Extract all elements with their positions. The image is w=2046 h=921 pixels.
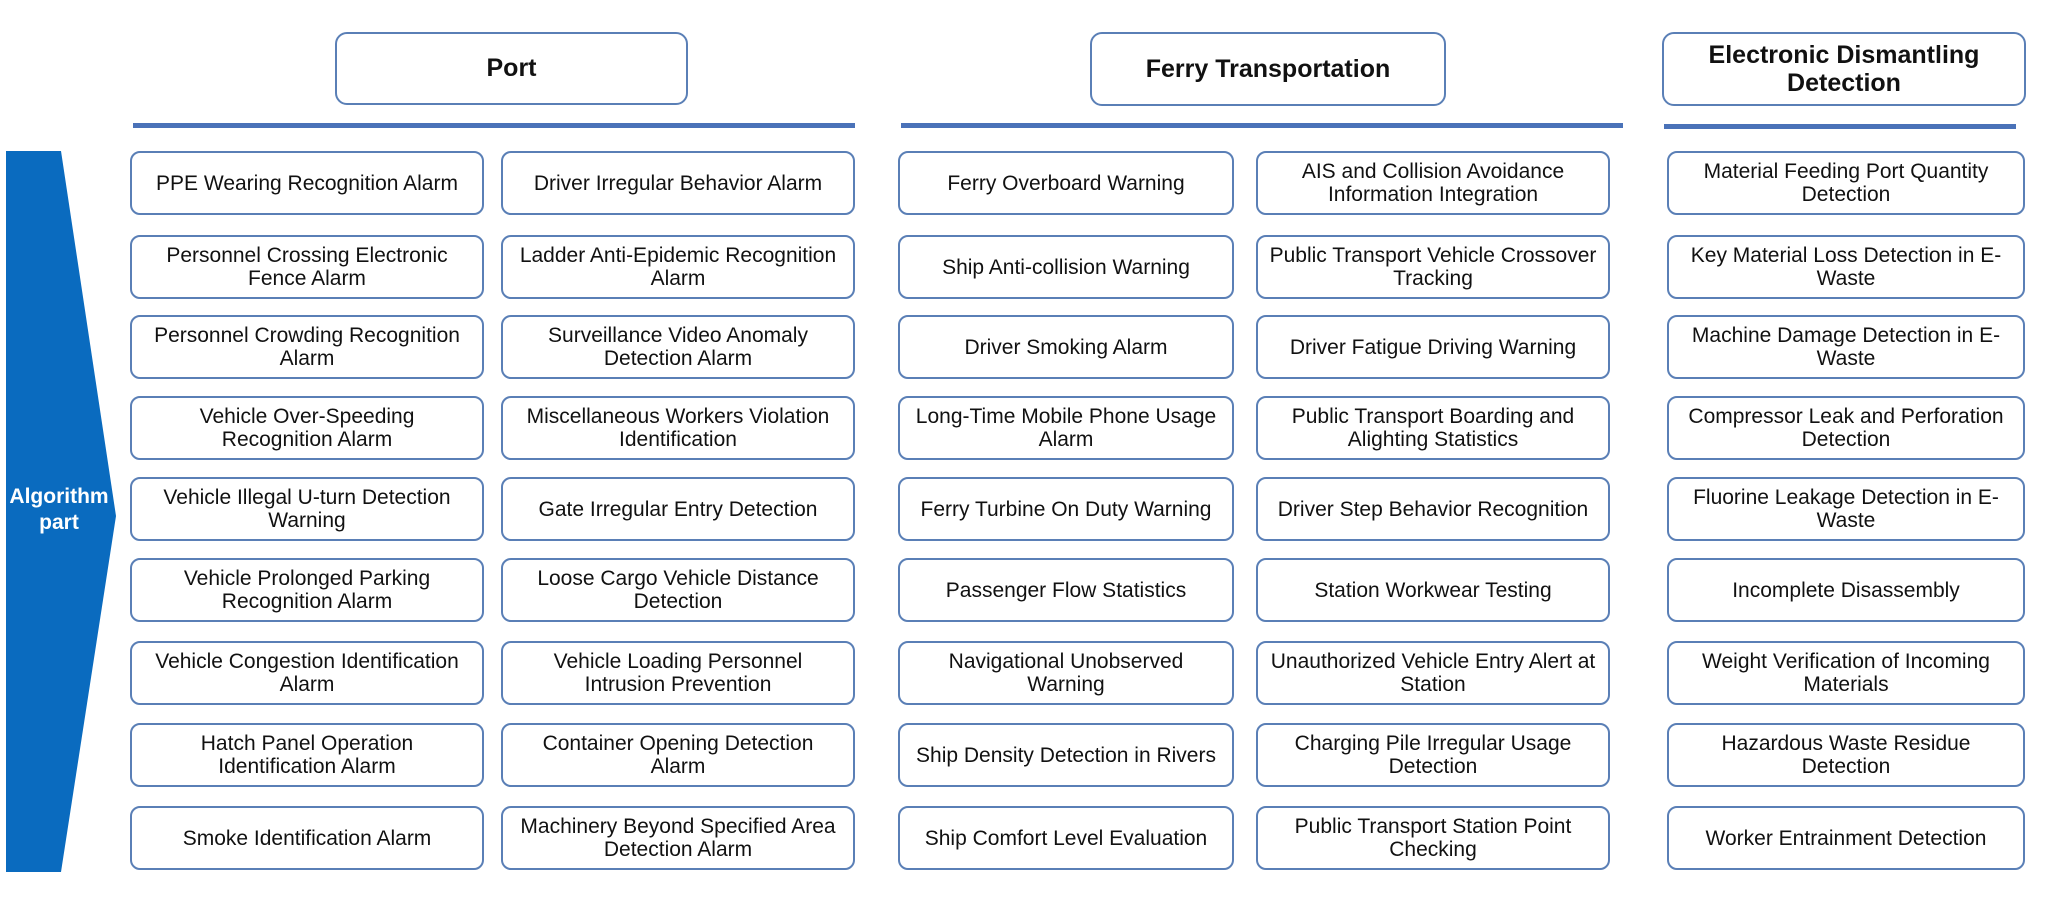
algorithm-item-box: Container Opening Detection Alarm bbox=[501, 723, 855, 787]
algorithm-item-box: Gate Irregular Entry Detection bbox=[501, 477, 855, 541]
section-title: Ferry Transportation bbox=[1145, 54, 1391, 83]
algorithm-item-box: Ship Comfort Level Evaluation bbox=[898, 806, 1234, 870]
algorithm-item-box: Driver Irregular Behavior Alarm bbox=[501, 151, 855, 215]
algorithm-item-box: Loose Cargo Vehicle Distance Detection bbox=[501, 558, 855, 622]
algorithm-item-box: Miscellaneous Workers Violation Identifi… bbox=[501, 396, 855, 460]
algorithm-item-box: Navigational Unobserved Warning bbox=[898, 641, 1234, 705]
algorithm-item-box: Hazardous Waste Residue Detection bbox=[1667, 723, 2025, 787]
algorithm-item-box: Hatch Panel Operation Identification Ala… bbox=[130, 723, 484, 787]
algorithm-item-box: Vehicle Loading Personnel Intrusion Prev… bbox=[501, 641, 855, 705]
section-header-port: Port bbox=[335, 32, 688, 105]
algorithm-item-box: Vehicle Prolonged Parking Recognition Al… bbox=[130, 558, 484, 622]
algorithm-part-label: Algorithm part bbox=[9, 485, 109, 534]
algorithm-item-box: Station Workwear Testing bbox=[1256, 558, 1610, 622]
algorithm-item-box: Driver Smoking Alarm bbox=[898, 315, 1234, 379]
algorithm-item-box: Worker Entrainment Detection bbox=[1667, 806, 2025, 870]
algorithm-item-box: AIS and Collision Avoidance Information … bbox=[1256, 151, 1610, 215]
section-title: Port bbox=[486, 54, 537, 82]
algorithm-item-box: Weight Verification of Incoming Material… bbox=[1667, 641, 2025, 705]
section-header-ferry-transportation: Ferry Transportation bbox=[1090, 32, 1446, 106]
ferry-header-rule bbox=[901, 123, 1623, 128]
section-header-electronic-dismantling: Electronic Dismantling Detection bbox=[1662, 32, 2026, 106]
algorithm-item-box: Public Transport Boarding and Alighting … bbox=[1256, 396, 1610, 460]
algorithm-item-box: Public Transport Vehicle Crossover Track… bbox=[1256, 235, 1610, 299]
section-title: Electronic Dismantling Detection bbox=[1708, 41, 1980, 97]
port-header-rule bbox=[133, 123, 855, 128]
arrow-shape bbox=[6, 151, 116, 872]
algorithm-item-box: Passenger Flow Statistics bbox=[898, 558, 1234, 622]
algorithm-item-box: Machine Damage Detection in E-Waste bbox=[1667, 315, 2025, 379]
algorithm-item-box: Driver Fatigue Driving Warning bbox=[1256, 315, 1610, 379]
algorithm-item-box: Ladder Anti-Epidemic Recognition Alarm bbox=[501, 235, 855, 299]
algorithm-item-box: Vehicle Congestion Identification Alarm bbox=[130, 641, 484, 705]
algorithm-item-box: Charging Pile Irregular Usage Detection bbox=[1256, 723, 1610, 787]
algorithm-item-box: Machinery Beyond Specified Area Detectio… bbox=[501, 806, 855, 870]
algorithm-item-box: Personnel Crossing Electronic Fence Alar… bbox=[130, 235, 484, 299]
algorithm-item-box: PPE Wearing Recognition Alarm bbox=[130, 151, 484, 215]
algorithm-item-box: Driver Step Behavior Recognition bbox=[1256, 477, 1610, 541]
algorithm-item-box: Vehicle Over-Speeding Recognition Alarm bbox=[130, 396, 484, 460]
algorithm-part-arrow bbox=[6, 151, 116, 872]
algorithm-item-box: Ferry Overboard Warning bbox=[898, 151, 1234, 215]
algorithm-item-box: Vehicle Illegal U-turn Detection Warning bbox=[130, 477, 484, 541]
algorithm-item-box: Fluorine Leakage Detection in E-Waste bbox=[1667, 477, 2025, 541]
algorithm-item-box: Ship Density Detection in Rivers bbox=[898, 723, 1234, 787]
electronic-header-rule bbox=[1664, 124, 2016, 129]
algorithm-item-box: Material Feeding Port Quantity Detection bbox=[1667, 151, 2025, 215]
algorithm-item-box: Key Material Loss Detection in E-Waste bbox=[1667, 235, 2025, 299]
algorithm-item-box: Personnel Crowding Recognition Alarm bbox=[130, 315, 484, 379]
algorithm-item-box: Public Transport Station Point Checking bbox=[1256, 806, 1610, 870]
algorithm-item-box: Long-Time Mobile Phone Usage Alarm bbox=[898, 396, 1234, 460]
algorithm-item-box: Ferry Turbine On Duty Warning bbox=[898, 477, 1234, 541]
algorithm-item-box: Incomplete Disassembly bbox=[1667, 558, 2025, 622]
algorithm-item-box: Compressor Leak and Perforation Detectio… bbox=[1667, 396, 2025, 460]
algorithm-item-box: Surveillance Video Anomaly Detection Ala… bbox=[501, 315, 855, 379]
algorithm-item-box: Unauthorized Vehicle Entry Alert at Stat… bbox=[1256, 641, 1610, 705]
algorithm-item-box: Smoke Identification Alarm bbox=[130, 806, 484, 870]
algorithm-item-box: Ship Anti-collision Warning bbox=[898, 235, 1234, 299]
